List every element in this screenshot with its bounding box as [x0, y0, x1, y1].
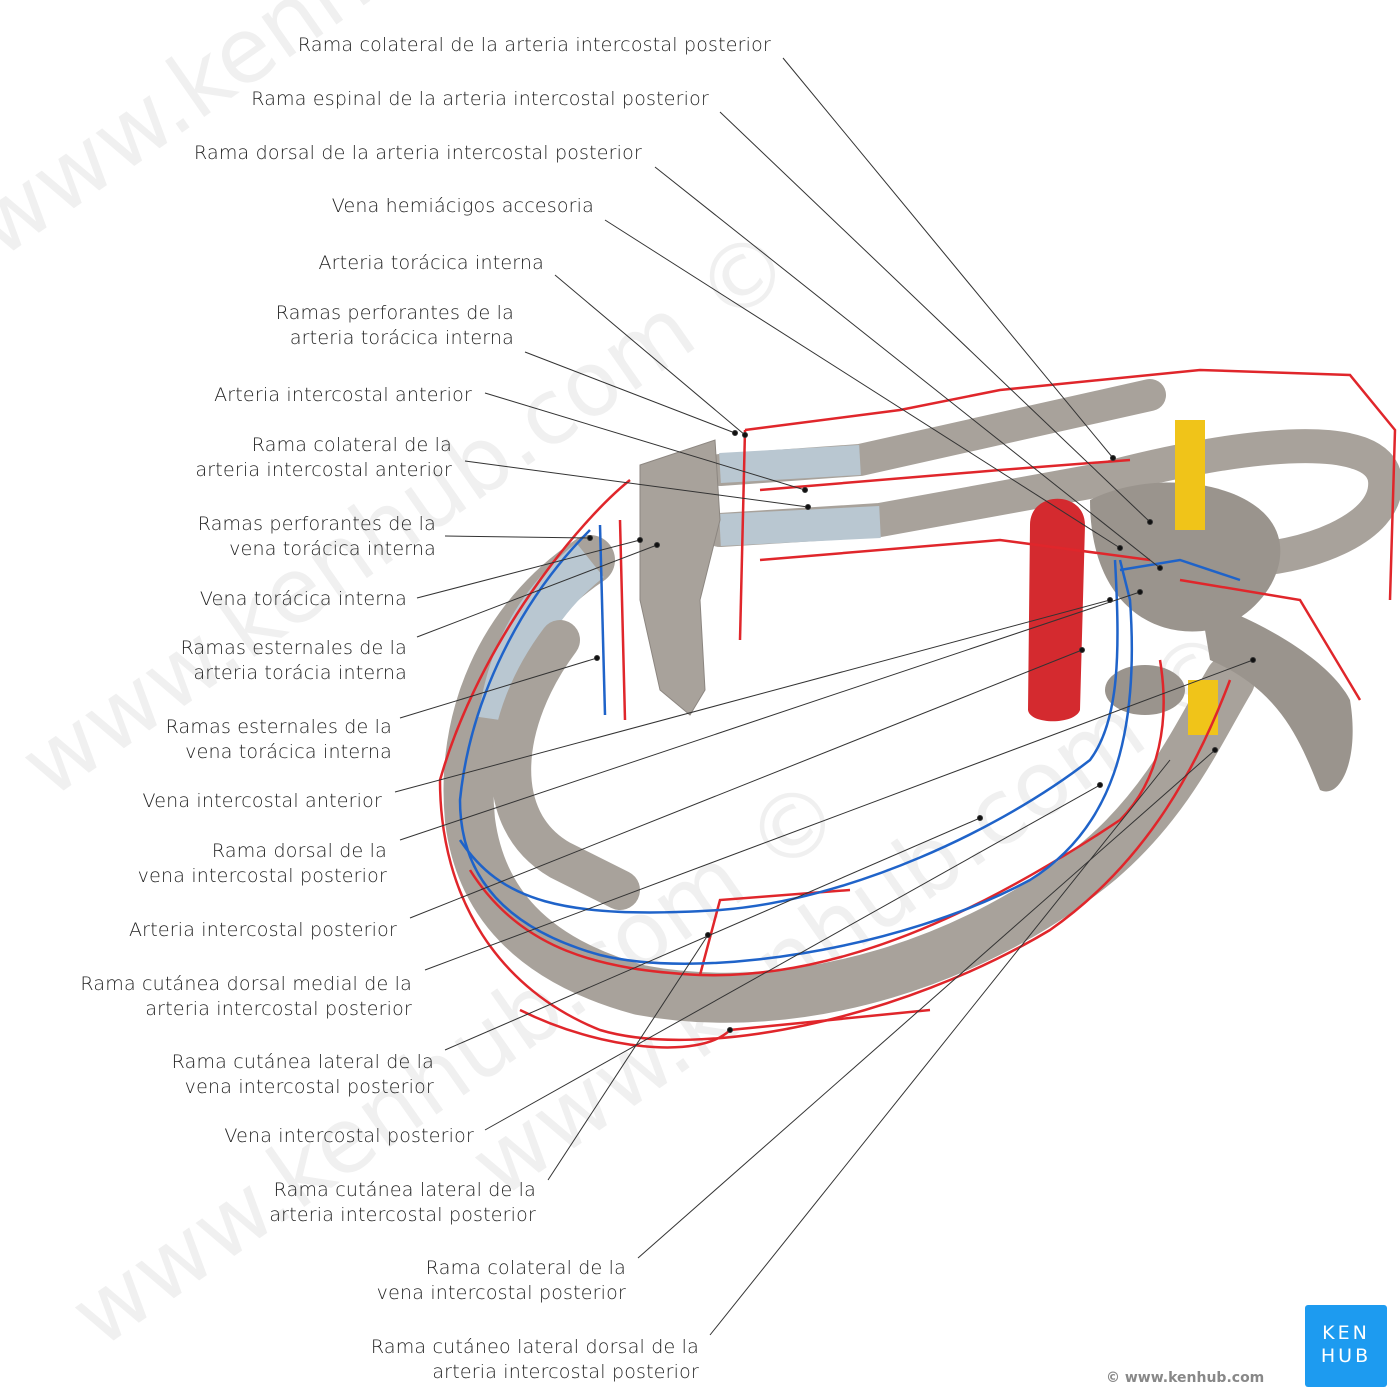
lower-rib	[443, 535, 1255, 1023]
label-rama-cutanea-lateral-arteria: Rama cutánea lateral de la arteria interc…	[269, 1178, 536, 1228]
label-line: vena intercostal posterior	[184, 1076, 434, 1098]
label-line: arteria torácia interna	[193, 662, 407, 684]
label-rama-colateral-arteria-anterior: Rama colateral de la arteria intercostal …	[195, 433, 452, 483]
label-line: Vena intercostal anterior	[142, 790, 382, 812]
label-line: Rama cutánea lateral de la	[273, 1179, 536, 1201]
label-line: Rama cutánea lateral de la	[171, 1051, 434, 1073]
label-vena-toracica-interna: Vena torácica interna	[200, 587, 407, 612]
label-arteria-intercostal-anterior: Arteria intercostal anterior	[214, 383, 472, 408]
label-rama-dorsal-arteria: Rama dorsal de la arteria intercostal po…	[194, 141, 642, 166]
label-vena-hemiacigos-accesoria: Vena hemiácigos accesoria	[332, 194, 594, 219]
label-line: Ramas perforantes de la	[275, 302, 514, 324]
label-line: arteria intercostal posterior	[432, 1361, 699, 1383]
label-vena-intercostal-anterior: Vena intercostal anterior	[142, 789, 382, 814]
label-line: vena intercostal posterior	[137, 865, 387, 887]
label-line: Rama colateral de la	[251, 434, 452, 456]
label-rama-cutaneo-lateral-dorsal: Rama cutáneo lateral dorsal de la arteria…	[371, 1335, 699, 1385]
arteries	[438, 368, 1397, 1049]
label-line: vena torácica interna	[229, 538, 436, 560]
label-ramas-perforantes-vena: Ramas perforantes de la vena torácica int…	[198, 512, 436, 562]
label-rama-espinal: Rama espinal de la arteria intercostal p…	[251, 87, 709, 112]
logo-line: KEN	[1322, 1322, 1370, 1344]
aorta	[1028, 498, 1085, 722]
label-line: arteria intercostal anterior	[195, 459, 452, 481]
sternum	[639, 439, 721, 716]
label-ramas-perforantes-arteria: Ramas perforantes de la arteria torácica …	[276, 301, 514, 351]
label-line: Ramas esternales de la	[165, 716, 392, 738]
label-line: Rama cutáneo lateral dorsal de la	[370, 1336, 699, 1358]
label-line: vena torácica interna	[185, 741, 392, 763]
costal-cartilage	[478, 542, 604, 724]
label-line: arteria torácica interna	[289, 327, 514, 349]
label-rama-colateral-arteria-intercostal-posterior: Rama colateral de la arteria intercostal…	[298, 33, 771, 58]
vertebra	[1090, 420, 1353, 792]
label-rama-cutanea-dorsal-medial: Rama cutánea dorsal medial de la arteria …	[80, 972, 412, 1022]
label-line: Ramas perforantes de la	[197, 513, 436, 535]
logo-line: HUB	[1320, 1345, 1372, 1367]
label-line: Vena torácica interna	[199, 588, 407, 610]
label-line: Arteria torácica interna	[318, 252, 544, 274]
label-arteria-toracica-interna: Arteria torácica interna	[318, 251, 544, 276]
label-rama-cutanea-lateral-vena: Rama cutánea lateral de la vena intercost…	[172, 1050, 434, 1100]
label-line: arteria intercostal posterior	[145, 998, 412, 1020]
label-ramas-esternales-vena: Ramas esternales de la vena torácica inte…	[166, 715, 392, 765]
label-line: Rama dorsal de la arteria intercostal po…	[194, 142, 642, 164]
label-ramas-esternales-arteria: Ramas esternales de la arteria torácia in…	[181, 636, 407, 686]
leader-lines	[394, 57, 1256, 1336]
veins	[458, 524, 1241, 965]
label-arteria-intercostal-posterior: Arteria intercostal posterior	[129, 918, 397, 943]
label-rama-colateral-vena: Rama colateral de la vena intercostal pos…	[377, 1256, 626, 1306]
label-line: Arteria intercostal anterior	[214, 384, 472, 406]
label-line: Arteria intercostal posterior	[128, 919, 397, 941]
label-vena-intercostal-posterior: Vena intercostal posterior	[224, 1124, 474, 1149]
inner-rib	[491, 620, 640, 910]
upper-rib-1	[704, 379, 1166, 486]
label-line: Rama dorsal de la	[211, 840, 387, 862]
label-line: Rama cutánea dorsal medial de la	[80, 973, 412, 995]
label-rama-dorsal-vena: Rama dorsal de la vena intercostal poster…	[138, 839, 387, 889]
label-line: arteria intercostal posterior	[269, 1204, 536, 1226]
copyright-text: © www.kenhub.com	[1106, 1370, 1265, 1386]
label-line: Vena hemiácigos accesoria	[331, 195, 594, 217]
label-line: Rama colateral de la arteria intercostal…	[297, 34, 771, 56]
label-line: Ramas esternales de la	[180, 637, 407, 659]
label-line: Vena intercostal posterior	[224, 1125, 474, 1147]
label-line: vena intercostal posterior	[376, 1282, 626, 1304]
label-line: Rama colateral de la	[425, 1257, 626, 1279]
label-line: Rama espinal de la arteria intercostal p…	[251, 88, 709, 110]
